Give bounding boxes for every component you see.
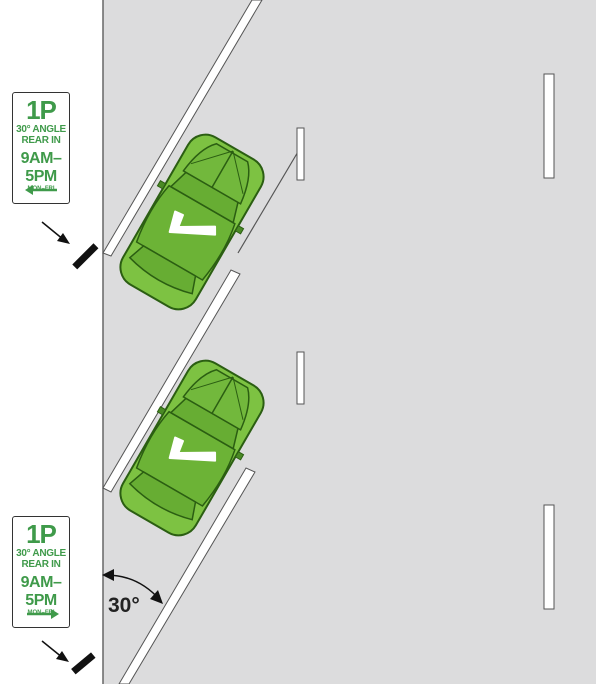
- lane-dash-1: [543, 73, 555, 179]
- bay-end-tick-2: [296, 351, 305, 405]
- parking-sign-bottom: 1P 30° ANGLE REAR IN 9AM–5PM MON–FRI: [12, 516, 70, 628]
- sign-mode-text: REAR IN: [21, 559, 61, 570]
- road-surface: [103, 0, 596, 684]
- bay-line-3: [118, 467, 256, 684]
- sign-time-limit: 1P: [26, 95, 57, 125]
- pointer-arrow-icon: [41, 640, 96, 675]
- sign-hours: 9AM–5PM: [20, 150, 62, 185]
- sign-mode-text: REAR IN: [21, 135, 61, 146]
- bay-line-1: [102, 0, 263, 257]
- bay-end-tick-1: [296, 127, 305, 181]
- lane-dash-2: [543, 504, 555, 610]
- bay-end-line-1: [237, 144, 303, 254]
- sign-angle-text: 30° ANGLE: [16, 124, 66, 135]
- pointer-arrow-icon: [41, 221, 99, 270]
- arrow-left-icon: [25, 185, 57, 195]
- angle-arrowhead-right: [150, 590, 163, 604]
- angle-arrowhead-left: [102, 569, 114, 581]
- parking-sign-top: 1P 30° ANGLE REAR IN 9AM–5PM MON–FRI: [12, 92, 70, 204]
- arrow-right-icon: [27, 609, 59, 619]
- sign-time-limit: 1P: [26, 519, 57, 549]
- sign-angle-text: 30° ANGLE: [16, 548, 66, 559]
- sign-hours: 9AM–5PM: [20, 574, 62, 609]
- bay-line-2: [102, 269, 241, 493]
- angle-label: 30°: [108, 594, 140, 617]
